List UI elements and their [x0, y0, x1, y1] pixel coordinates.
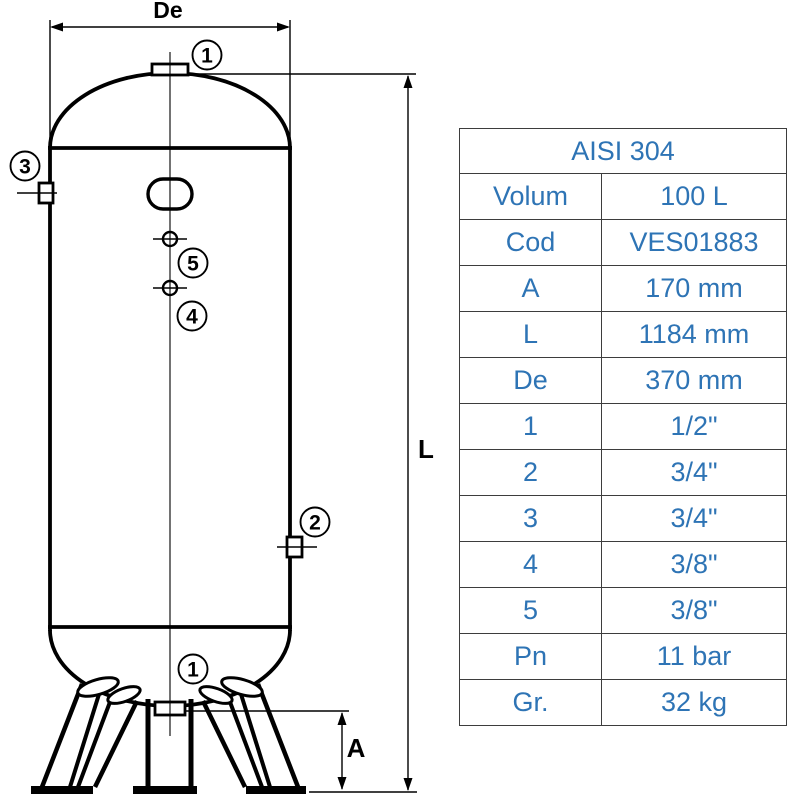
- svg-text:2: 2: [309, 512, 321, 535]
- a-arrow-bottom: [337, 777, 347, 790]
- de-arrow-right: [277, 22, 290, 32]
- table-header: AISI 304: [458, 128, 788, 174]
- right-foot: [246, 786, 306, 794]
- de-label: De: [153, 0, 182, 23]
- table-row: Cod VES01883: [459, 219, 788, 266]
- row-value: 3/4": [600, 495, 788, 542]
- row-label: A: [459, 265, 602, 312]
- row-label: 5: [459, 587, 602, 634]
- row-label: 2: [459, 449, 602, 496]
- row-value: 1/2": [600, 403, 788, 450]
- svg-text:1: 1: [187, 659, 199, 682]
- nameplate-oval: [146, 177, 194, 211]
- tank-technical-drawing: De L A 1 3 5: [9, 0, 434, 794]
- de-arrow-left: [50, 22, 63, 32]
- balloon-port-5: 5: [177, 247, 209, 279]
- table-row: 3 3/4": [459, 495, 788, 542]
- svg-text:4: 4: [186, 306, 198, 329]
- table-row: L 1184 mm: [459, 311, 788, 358]
- a-arrow-top: [337, 712, 347, 725]
- legs: [39, 683, 301, 788]
- row-value: 32 kg: [600, 679, 788, 726]
- spec-table: AISI 304 Volum 100 L Cod VES01883 A 170 …: [458, 128, 788, 726]
- table-header-row: AISI 304: [458, 128, 788, 174]
- row-label: Pn: [459, 633, 602, 680]
- table-row: 2 3/4": [459, 449, 788, 496]
- leg-collars: [76, 676, 264, 705]
- table-row: 5 3/8": [459, 587, 788, 634]
- dimension-de: [49, 20, 291, 146]
- l-arrow-top: [403, 75, 413, 88]
- dimension-l: [190, 73, 417, 793]
- balloon-port-4: 4: [176, 300, 208, 332]
- l-label: L: [418, 434, 434, 464]
- row-value: 1184 mm: [600, 311, 788, 358]
- a-label: A: [347, 733, 366, 763]
- row-value: 3/8": [600, 587, 788, 634]
- row-label: Cod: [459, 219, 602, 266]
- row-value: VES01883: [600, 219, 788, 266]
- row-value: 100 L: [600, 173, 788, 220]
- svg-text:5: 5: [187, 253, 199, 276]
- row-label: De: [459, 357, 602, 404]
- table-row: Volum 100 L: [459, 173, 788, 220]
- row-label: 1: [459, 403, 602, 450]
- table-row: De 370 mm: [459, 357, 788, 404]
- table-row: 4 3/8": [459, 541, 788, 588]
- balloon-port-3: 3: [9, 150, 41, 182]
- row-label: 4: [459, 541, 602, 588]
- table-row: 1 1/2": [459, 403, 788, 450]
- row-value: 11 bar: [600, 633, 788, 680]
- table-row: Pn 11 bar: [459, 633, 788, 680]
- row-label: 3: [459, 495, 602, 542]
- balloon-port-1-top: 1: [191, 39, 223, 71]
- row-label: L: [459, 311, 602, 358]
- row-value: 370 mm: [600, 357, 788, 404]
- feet: [31, 786, 306, 794]
- row-value: 3/8": [600, 541, 788, 588]
- table-row: Gr. 32 kg: [459, 679, 788, 726]
- dimension-a: [186, 710, 349, 790]
- balloon-port-1-bottom: 1: [177, 653, 209, 685]
- table-row: A 170 mm: [459, 265, 788, 312]
- l-arrow-bottom: [403, 778, 413, 791]
- row-label: Volum: [459, 173, 602, 220]
- row-value: 170 mm: [600, 265, 788, 312]
- center-foot: [133, 786, 197, 794]
- svg-text:1: 1: [201, 45, 213, 68]
- left-foot: [31, 786, 93, 794]
- balloon-port-2: 2: [299, 506, 331, 538]
- row-label: Gr.: [459, 679, 602, 726]
- svg-text:3: 3: [19, 156, 31, 179]
- row-value: 3/4": [600, 449, 788, 496]
